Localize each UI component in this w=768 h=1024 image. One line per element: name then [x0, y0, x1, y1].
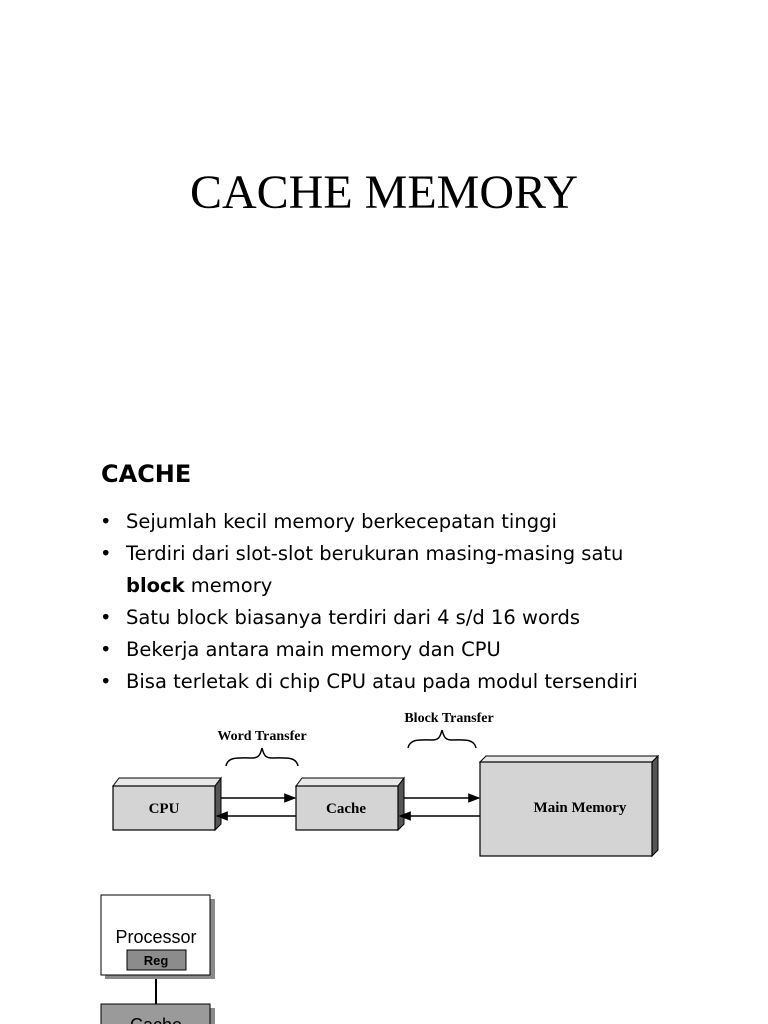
block-transfer-label: Block Transfer [404, 711, 493, 726]
bullet-icon: • [100, 542, 112, 565]
cache-label: Cache [326, 801, 366, 817]
bullet-icon: • [100, 606, 112, 629]
bullet-item: •Terdiri dari slot-slot berukuran masing… [100, 538, 720, 602]
bullet-icon: • [100, 638, 112, 661]
block-brace-icon [407, 729, 477, 749]
bullet-list: •Sejumlah kecil memory berkecepatan ting… [100, 506, 720, 698]
bullet-item: •Satu block biasanya terdiri dari 4 s/d … [100, 602, 720, 634]
bullet-item: •Bekerja antara main memory dan CPU [100, 634, 720, 666]
reg-box [126, 949, 187, 971]
reg-label: Reg [144, 953, 169, 968]
bullet-item: •Sejumlah kecil memory berkecepatan ting… [100, 506, 720, 538]
processor-label: Processor [115, 927, 196, 947]
section-heading: CACHE [101, 460, 192, 488]
slide-title: CACHE MEMORY [189, 166, 579, 219]
bold-term: block [126, 574, 185, 597]
hierarchy-cache-box [100, 1003, 211, 1024]
cache-diagram: Word Transfer Block Transfer CPU Cache M… [112, 711, 660, 858]
cpu-box [112, 785, 216, 831]
cpu-label: CPU [149, 801, 180, 817]
bullet-item: •Bisa terletak di chip CPU atau pada mod… [100, 666, 720, 698]
word-brace-icon [225, 747, 299, 767]
word-transfer-label: Word Transfer [217, 729, 306, 744]
bullet-icon: • [100, 670, 112, 693]
memory-hierarchy-diagram: Processor Reg Cache [100, 894, 215, 1024]
main-memory-box [479, 761, 653, 857]
cache-box [295, 785, 399, 831]
main-memory-label: Main Memory [534, 800, 627, 816]
bullet-icon: • [100, 510, 112, 533]
hierarchy-cache-label: Cache [130, 1015, 182, 1024]
